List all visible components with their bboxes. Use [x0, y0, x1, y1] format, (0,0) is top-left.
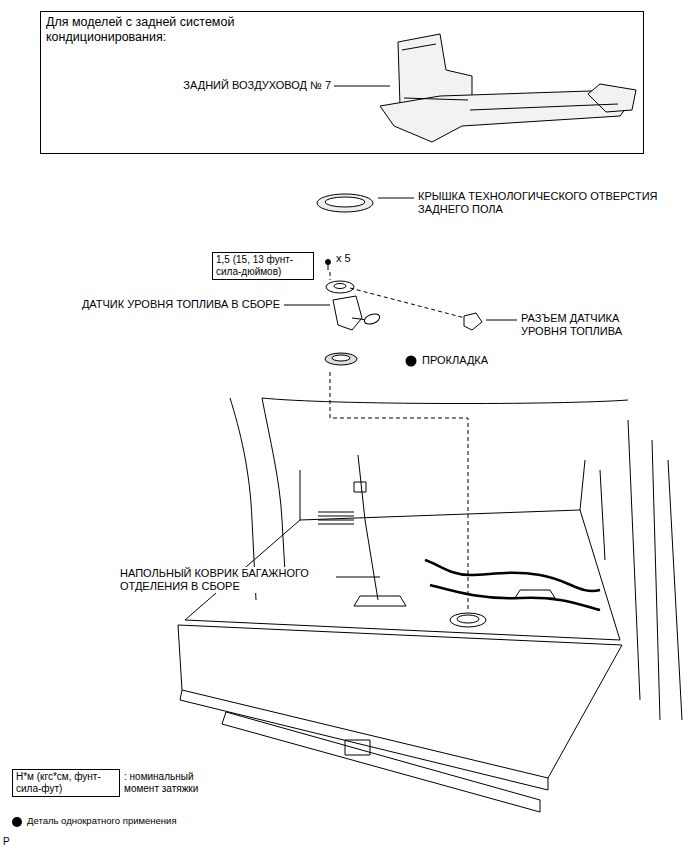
legend-text: Деталь однократного применения	[27, 815, 177, 826]
rear-duct	[380, 34, 636, 142]
part-name: ЗАДНИЙ ВОЗДУХОВОД № 7	[101, 79, 331, 92]
gasket	[332, 355, 350, 361]
vehicle-illustration	[222, 712, 540, 812]
fuel-sender	[333, 296, 362, 330]
service-hole-cover	[317, 194, 373, 212]
gasket	[325, 353, 357, 365]
fuel-sender	[326, 281, 381, 330]
service-hole-cover	[317, 194, 373, 212]
torque-box: Н*м (кгс*см, фунт-сила-фут)	[12, 769, 120, 797]
single-use-mark	[406, 356, 417, 367]
fuel-sender	[326, 281, 354, 293]
connector	[464, 313, 482, 330]
vehicle-illustration	[300, 460, 585, 520]
vehicle-illustration	[668, 460, 682, 720]
vehicle-illustration	[180, 690, 548, 790]
rear-duct	[402, 44, 618, 110]
legend-swatch	[12, 817, 22, 827]
page-mark: P	[3, 836, 10, 848]
part-name: КРЫШКА ТЕХНОЛОГИЧЕСКОГО ОТВЕРСТИЯ ЗАДНЕГ…	[418, 190, 684, 216]
vehicle-illustration	[628, 420, 640, 700]
leader-line	[378, 198, 414, 199]
part-name: НАПОЛЬНЫЙ КОВРИК БАГАЖНОГО ОТДЕЛЕНИЯ В С…	[120, 567, 332, 593]
leader-line	[486, 320, 517, 321]
applicability-box: Для моделей с задней системой кондициони…	[40, 11, 644, 154]
dashed-line	[350, 288, 465, 318]
bolt	[326, 260, 331, 265]
gasket	[325, 353, 357, 365]
dashed-line	[330, 272, 468, 612]
torque-unit: Н*м (кгс*см, фунт-сила-фут)	[13, 770, 119, 796]
floor-mat	[425, 560, 600, 591]
fuel-sender	[363, 312, 381, 326]
vehicle-illustration	[178, 625, 622, 778]
part-name: РАЗЪЕМ ДАТЧИКА УРОВНЯ ТОПЛИВА	[521, 312, 651, 338]
dashed-line	[330, 372, 468, 612]
vehicle-illustration	[457, 615, 479, 623]
vehicle-illustration	[262, 398, 628, 404]
vehicle-illustration	[345, 740, 370, 755]
connector	[464, 313, 482, 330]
leader-line	[336, 577, 380, 578]
applicability-note: Для моделей с задней системой кондициони…	[46, 15, 316, 45]
vehicle-illustration	[262, 398, 286, 590]
dashed-line	[330, 272, 331, 280]
single-use-mark	[406, 356, 417, 367]
floor-mat	[430, 585, 600, 610]
vehicle-illustration	[354, 596, 406, 606]
fuel-sender	[334, 284, 346, 289]
quantity: x 5	[336, 252, 351, 265]
vehicle-illustration	[178, 398, 682, 812]
vehicle-illustration	[450, 613, 486, 627]
vehicle-illustration	[358, 455, 378, 600]
part-name: ДАТЧИК УРОВНЯ ТОПЛИВА В СБОРЕ	[40, 298, 280, 311]
leader-line	[284, 305, 330, 306]
vehicle-illustration	[354, 482, 366, 492]
service-hole-cover	[325, 197, 365, 207]
bolt	[328, 264, 329, 270]
bolt	[326, 260, 331, 271]
leader-line	[334, 86, 390, 87]
leader-line	[284, 86, 517, 577]
vehicle-illustration	[652, 440, 660, 720]
vehicle-illustration	[600, 470, 605, 560]
vehicle-illustration	[318, 512, 354, 524]
floor-mat	[425, 560, 600, 610]
torque-box: 1,5 (15, 13 фунт-сила-дюймов)	[212, 252, 314, 280]
legend-text: : номинальный момент затяжки	[124, 771, 218, 795]
rear-duct	[588, 84, 636, 112]
torque-value: 1,5 (15, 13 фунт-сила-дюймов)	[213, 253, 313, 279]
part-name: ПРОКЛАДКА	[422, 354, 488, 367]
